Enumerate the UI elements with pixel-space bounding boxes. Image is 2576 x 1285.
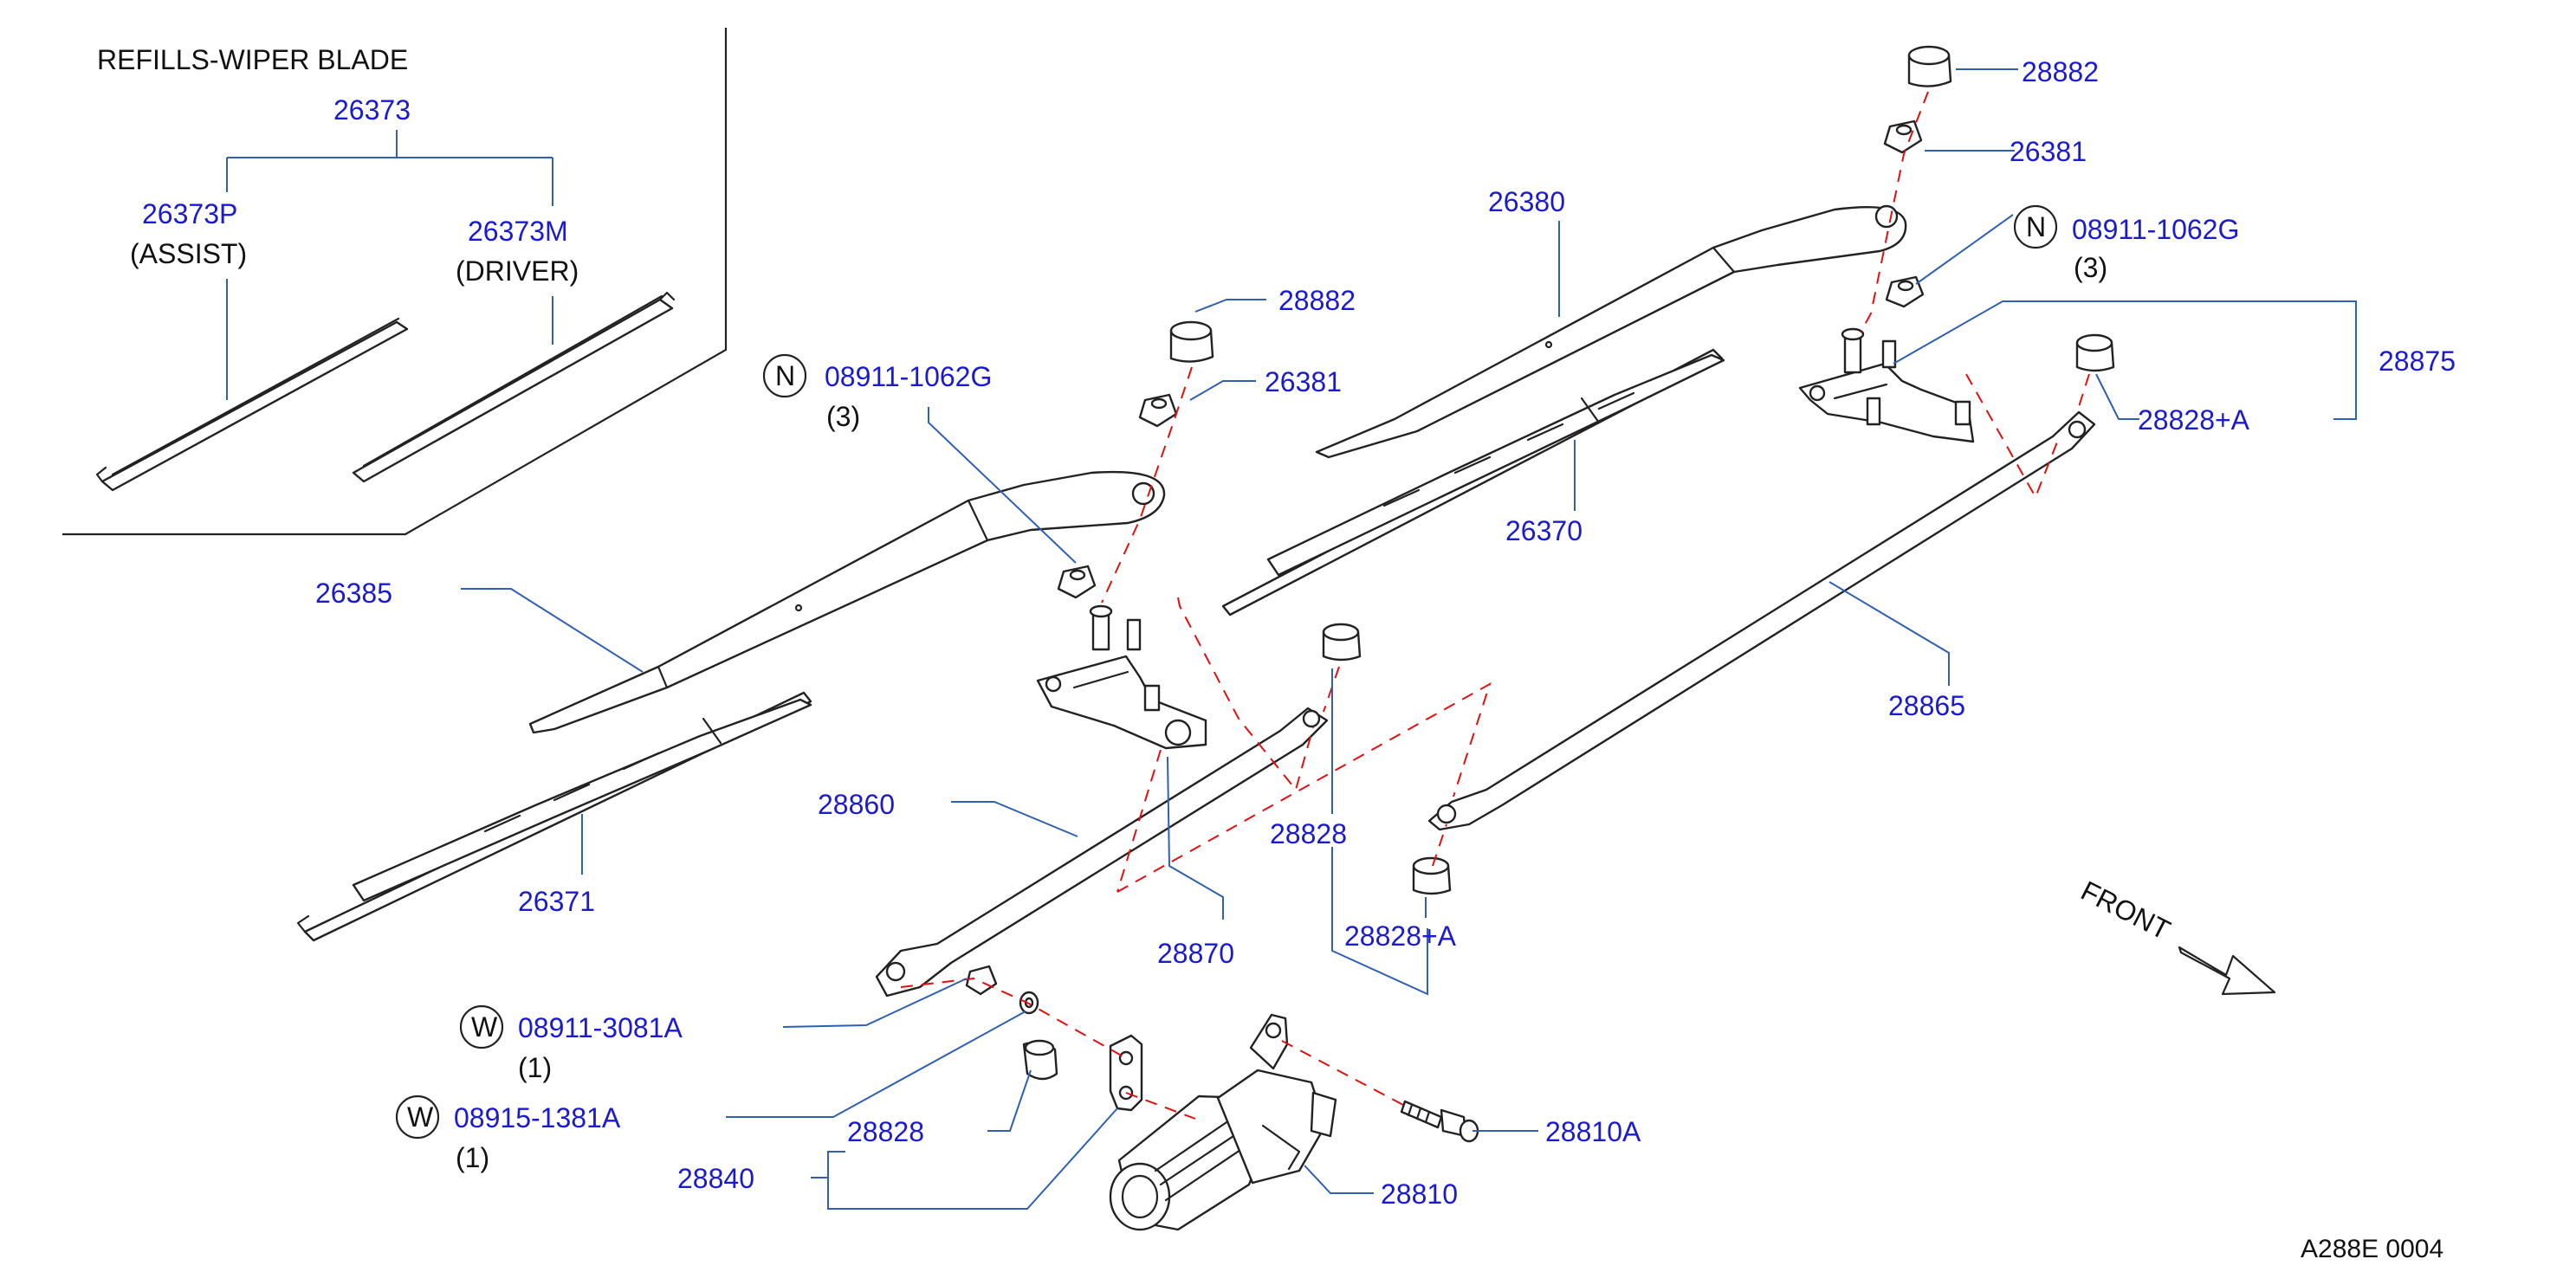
label-bush-motor: 28828 bbox=[847, 1116, 924, 1147]
leader-lines bbox=[461, 68, 2357, 1210]
label-washer2: 08915-1381A bbox=[454, 1102, 621, 1133]
wiper-blade-right bbox=[1221, 348, 1725, 617]
figure-ref: A288E 0004 bbox=[2301, 1235, 2443, 1263]
label-arm-right: 26380 bbox=[1488, 186, 1565, 217]
washer2-symbol-text: W bbox=[407, 1101, 434, 1133]
label-blade-right: 26370 bbox=[1505, 515, 1582, 546]
label-cap-left: 28882 bbox=[1278, 285, 1356, 316]
wiper-blade-left bbox=[296, 691, 812, 942]
label-bolt: 28810A bbox=[1545, 1116, 1641, 1147]
bush-28828a-center bbox=[1412, 856, 1452, 895]
refill-strip-driver bbox=[352, 291, 676, 483]
front-arrow-icon bbox=[2178, 946, 2276, 996]
label-nut-left: 08911-1062G bbox=[825, 361, 992, 392]
wiper-arm-right bbox=[1315, 204, 1907, 459]
pivot-assembly-right bbox=[1798, 327, 1975, 443]
label-nut-right-qty: (3) bbox=[2074, 252, 2107, 283]
wiper-motor bbox=[1109, 1013, 1337, 1231]
label-bush-center: 28828 bbox=[1270, 818, 1347, 849]
alignment-lines bbox=[900, 91, 2090, 1120]
inset-title: REFILLS-WIPER BLADE bbox=[97, 44, 408, 75]
wiper-arm-left bbox=[528, 470, 1166, 734]
label-linkage: 28870 bbox=[1157, 938, 1234, 969]
label-26373m: 26373M bbox=[468, 216, 568, 247]
label-bush-center-a: 28828+A bbox=[1344, 920, 1457, 952]
refill-strip-assist bbox=[95, 317, 409, 492]
washer-symbol-1 bbox=[459, 1004, 504, 1049]
washer-symbol-2 bbox=[395, 1095, 440, 1140]
label-26373: 26373 bbox=[333, 94, 411, 126]
grommet-28828 bbox=[1022, 1039, 1058, 1081]
label-driver: (DRIVER) bbox=[456, 255, 579, 287]
label-washer1-qty: (1) bbox=[518, 1052, 552, 1083]
bushing-right bbox=[1883, 119, 1923, 154]
nut-right bbox=[1885, 275, 1925, 308]
label-nut-right: 08911-1062G bbox=[2072, 214, 2239, 245]
washer1-symbol-text: W bbox=[471, 1011, 498, 1043]
label-bush-right-a: 28828+A bbox=[2138, 404, 2250, 436]
link-rod-right bbox=[1427, 410, 2096, 831]
label-bushing-left: 26381 bbox=[1265, 366, 1342, 397]
nut-symbol-right bbox=[2013, 204, 2058, 249]
label-washer2-qty: (1) bbox=[456, 1142, 489, 1173]
bush-28828-upper bbox=[1322, 623, 1362, 662]
label-26373p: 26373P bbox=[142, 198, 237, 229]
label-rod-left: 28860 bbox=[818, 789, 895, 820]
inset-tree-leader bbox=[226, 130, 553, 206]
inset-frame bbox=[62, 28, 728, 536]
label-rod-right: 28865 bbox=[1888, 690, 1965, 721]
label-motor: 28810 bbox=[1381, 1178, 1458, 1210]
label-nut-left-qty: (3) bbox=[826, 401, 860, 432]
label-assist: (ASSIST) bbox=[130, 238, 247, 269]
cap-right bbox=[1907, 45, 1952, 87]
link-rod-left bbox=[875, 707, 1329, 998]
label-link-assy: 28875 bbox=[2379, 345, 2456, 377]
label-cap-right: 28882 bbox=[2022, 56, 2099, 87]
bolt-28810a bbox=[1400, 1100, 1479, 1143]
cap-left bbox=[1169, 320, 1214, 363]
label-bushing-right: 26381 bbox=[2010, 136, 2087, 167]
bush-28828a-right bbox=[2075, 333, 2115, 372]
pivot-assembly-left bbox=[1036, 604, 1207, 750]
nut-left bbox=[1057, 565, 1097, 599]
bushing-left bbox=[1138, 393, 1178, 428]
motor-bracket bbox=[1109, 1034, 1143, 1112]
label-arm-left: 26385 bbox=[315, 578, 392, 609]
front-label: FRONT bbox=[2076, 875, 2176, 946]
nut-left-symbol-text: N bbox=[775, 360, 795, 391]
nut-symbol-left bbox=[762, 353, 807, 398]
label-motor-bracket: 28840 bbox=[677, 1163, 754, 1194]
nut-right-symbol-text: N bbox=[2026, 211, 2046, 242]
label-washer1: 08911-3081A bbox=[518, 1012, 683, 1043]
label-blade-left: 26371 bbox=[518, 886, 595, 917]
nut-small bbox=[965, 965, 998, 996]
